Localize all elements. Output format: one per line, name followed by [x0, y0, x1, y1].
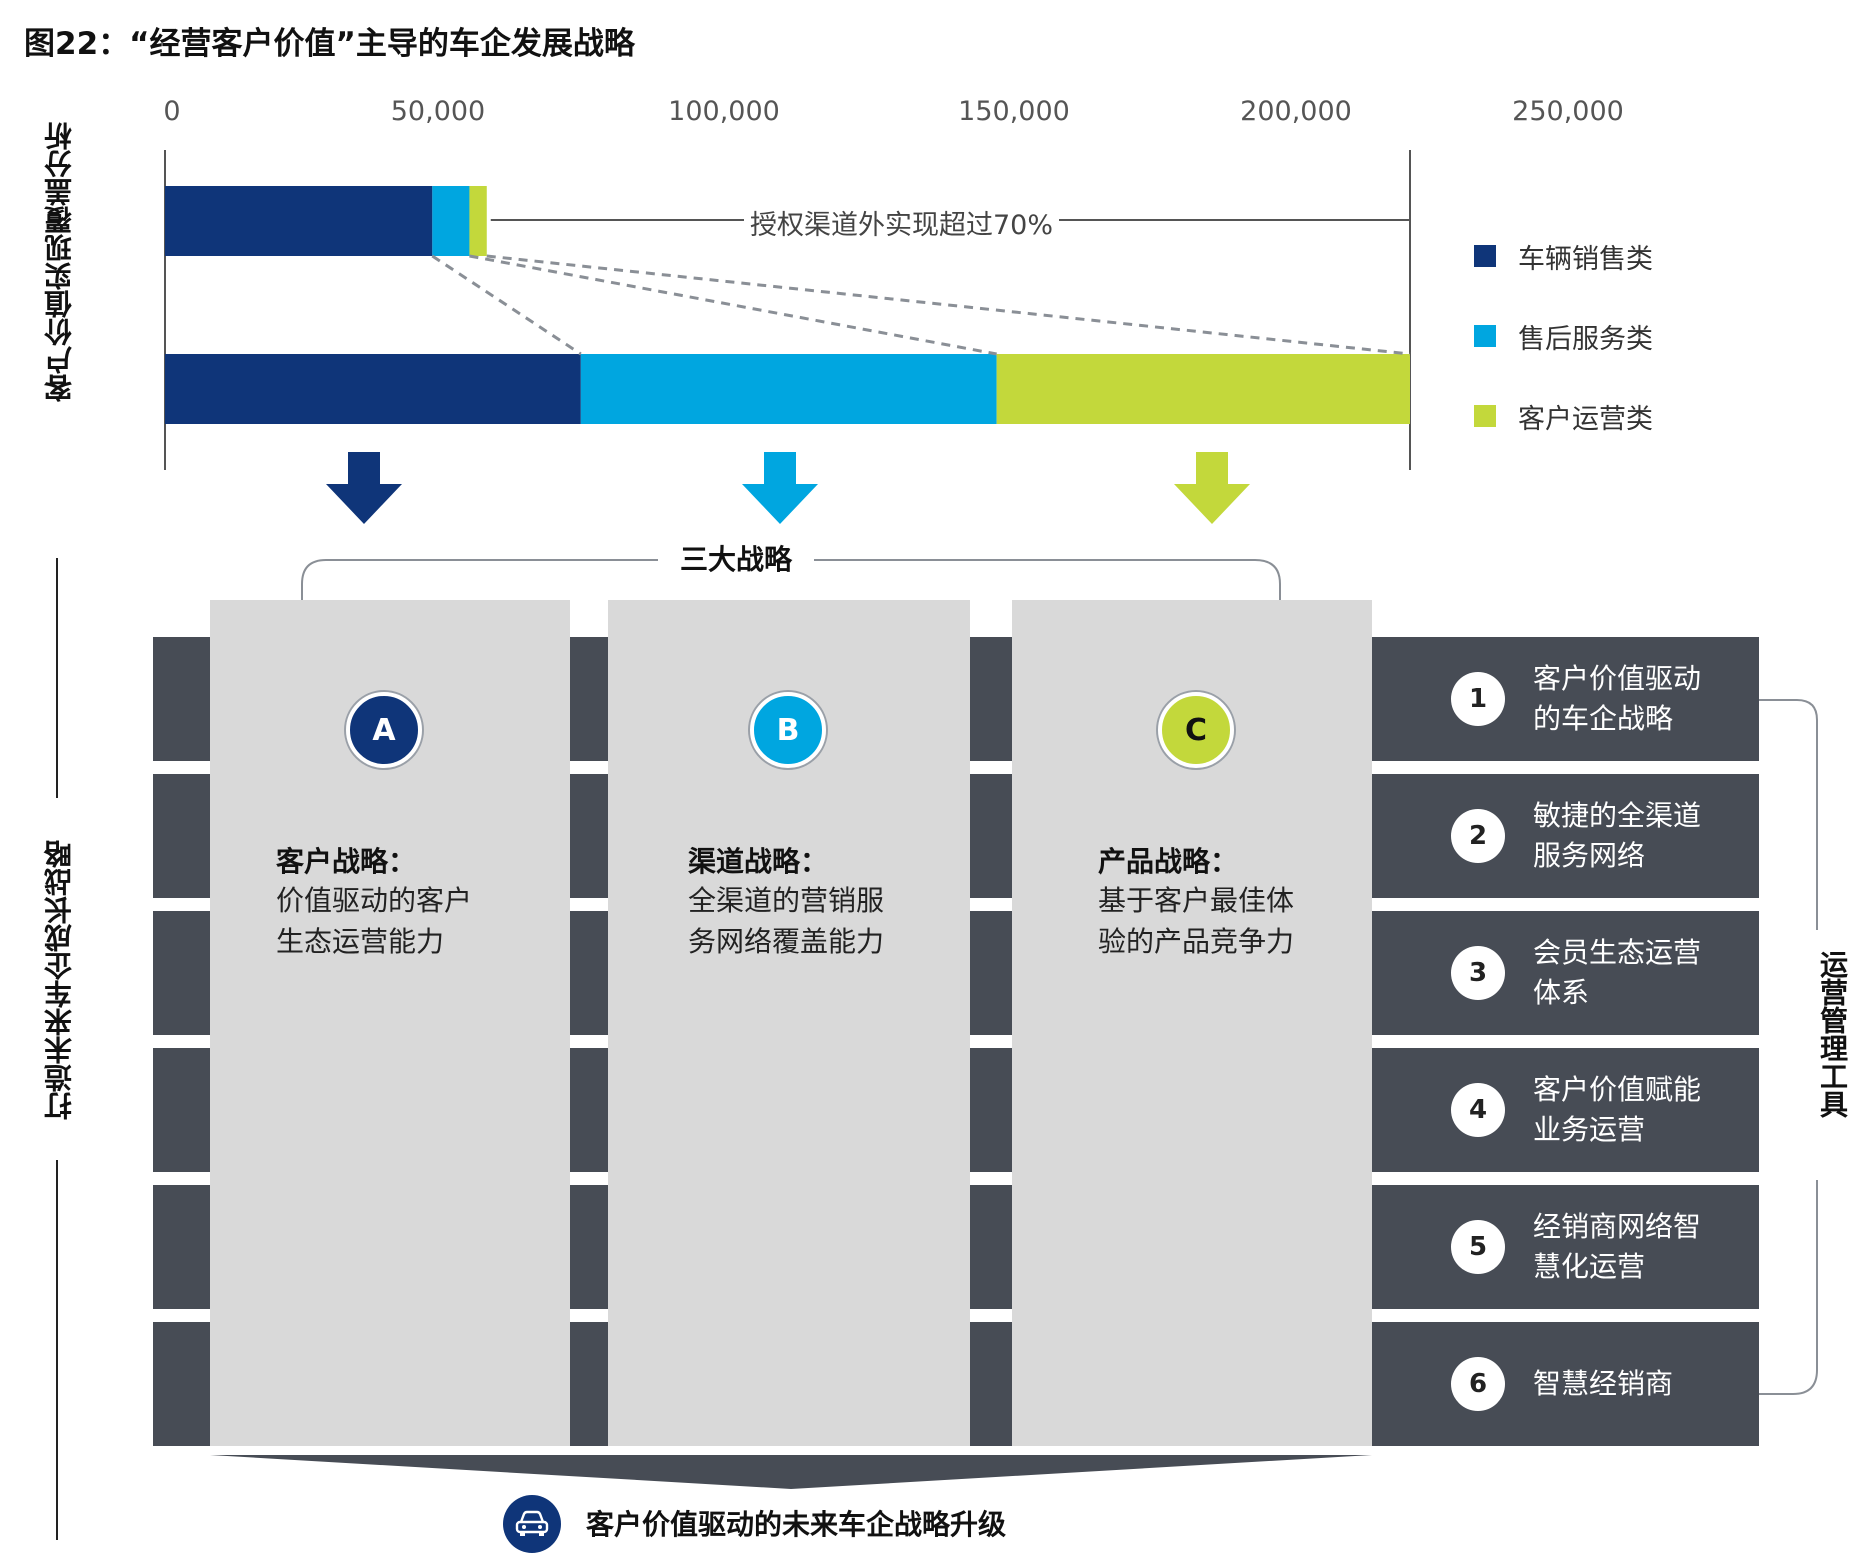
tool-label-line: 客户价值赋能	[1533, 1073, 1702, 1106]
strategies-side-label: 打造未来车企成长战略	[43, 840, 76, 1120]
tool-label-line: 的车企战略	[1533, 702, 1674, 735]
figure-title: 图22：“经营客户价值”主导的车企发展战略	[24, 26, 635, 62]
legend-swatch	[1474, 405, 1496, 427]
strategy-badge: C	[1158, 692, 1234, 768]
bar-segment	[165, 354, 581, 424]
strategy-badge: A	[346, 692, 422, 768]
footer-funnel	[210, 1455, 1372, 1489]
tool-label: 经销商网络智 慧化运营	[1533, 1207, 1701, 1287]
strategy-column-c: C 产品战略： 基于客户最佳体 验的产品竞争力	[1012, 600, 1372, 1446]
legend-entry: 售后服务类	[1474, 312, 1653, 360]
tick-label: 0	[163, 96, 181, 127]
tool-label: 会员生态运营 体系	[1533, 933, 1701, 1013]
strategy-badge: B	[750, 692, 826, 768]
strategy-desc-line: 验的产品竞争力	[1098, 925, 1295, 958]
legend-swatch	[1474, 325, 1496, 347]
footer-title: 客户价值驱动的未来车企战略升级	[586, 1508, 1007, 1541]
strategy-desc-line: 基于客户最佳体	[1098, 884, 1295, 917]
arrow-down-icon	[1174, 452, 1250, 524]
tools-bracket	[1759, 699, 1818, 1395]
tool-number: 3	[1451, 946, 1505, 1000]
strategy-title: 客户战略：	[276, 845, 417, 878]
car-icon	[503, 1495, 561, 1553]
legend-entry: 客户运营类	[1474, 392, 1653, 440]
tick-label: 100,000	[668, 96, 780, 127]
tool-number: 1	[1451, 672, 1505, 726]
strategy-title: 产品战略：	[1098, 845, 1239, 878]
dashed-connector	[486, 254, 1411, 356]
strategy-title: 渠道战略：	[688, 845, 829, 878]
tool-box: 1 客户价值驱动 的车企战略	[1373, 637, 1759, 761]
legend-entry: 车辆销售类	[1474, 232, 1653, 280]
tool-number: 6	[1451, 1357, 1505, 1411]
chart-legend: 车辆销售类 售后服务类 客户运营类	[1474, 232, 1653, 440]
strategy-column-b: B 渠道战略： 全渠道的营销服 务网络覆盖能力	[608, 600, 970, 1446]
tool-box: 6 智慧经销商	[1373, 1322, 1759, 1446]
bar-segment	[469, 186, 487, 256]
side-label-divider-top	[56, 558, 58, 798]
tool-label-line: 智慧经销商	[1533, 1367, 1674, 1400]
legend-swatch	[1474, 245, 1496, 267]
tool-label-line: 客户价值驱动	[1533, 662, 1702, 695]
tick-label: 50,000	[390, 96, 486, 127]
tick-label: 150,000	[958, 96, 1070, 127]
legend-label: 客户运营类	[1518, 403, 1653, 435]
bar-segment	[165, 186, 433, 256]
tool-label: 客户价值驱动 的车企战略	[1533, 659, 1701, 739]
legend-label: 车辆销售类	[1518, 243, 1653, 275]
tool-number: 2	[1451, 809, 1505, 863]
tool-box: 4 客户价值赋能 业务运营	[1373, 1048, 1759, 1172]
tool-number: 5	[1451, 1220, 1505, 1274]
tool-label: 客户价值赋能 业务运营	[1533, 1070, 1701, 1150]
chart-annotation: 授权渠道外实现超过70%	[744, 203, 1060, 242]
tool-label-line: 敏捷的全渠道	[1533, 799, 1702, 832]
tick-label: 200,000	[1240, 96, 1352, 127]
bar-segment	[996, 354, 1410, 424]
strategy-desc: 基于客户最佳体 验的产品竞争力	[1098, 880, 1294, 962]
tool-box: 3 会员生态运营 体系	[1373, 911, 1759, 1035]
tool-label-line: 会员生态运营	[1533, 936, 1702, 969]
bar-segment	[432, 186, 470, 256]
tool-box: 5 经销商网络智 慧化运营	[1373, 1185, 1759, 1309]
strategy-desc: 价值驱动的客户 生态运营能力	[276, 880, 472, 962]
strategy-desc-line: 生态运营能力	[276, 925, 445, 958]
tool-label-line: 业务运营	[1533, 1113, 1646, 1146]
dashed-connector	[431, 254, 582, 356]
tool-label: 智慧经销商	[1533, 1364, 1673, 1404]
tool-number: 4	[1451, 1083, 1505, 1137]
strategy-column-a: A 客户战略： 价值驱动的客户 生态运营能力	[210, 600, 570, 1446]
tool-label-line: 体系	[1533, 976, 1590, 1009]
tool-label-line: 慧化运营	[1533, 1250, 1646, 1283]
bar-segment	[580, 354, 997, 424]
strategy-desc-line: 价值驱动的客户	[276, 884, 473, 917]
tool-label-line: 服务网络	[1533, 839, 1646, 872]
strategies-header: 三大战略	[658, 538, 815, 578]
tool-label: 敏捷的全渠道 服务网络	[1533, 796, 1701, 876]
strategy-desc: 全渠道的营销服 务网络覆盖能力	[688, 880, 884, 962]
tool-box: 2 敏捷的全渠道 服务网络	[1373, 774, 1759, 898]
tool-label-line: 经销商网络智	[1533, 1210, 1702, 1243]
dashed-connector	[469, 254, 997, 356]
tools-side-label: 运营管理工具	[1816, 950, 1849, 1118]
arrow-down-icon	[742, 452, 818, 524]
strategy-desc-line: 全渠道的营销服	[688, 884, 885, 917]
tick-label: 250,000	[1512, 96, 1624, 127]
side-label-divider-bottom	[56, 1160, 58, 1540]
strategy-desc-line: 务网络覆盖能力	[688, 925, 885, 958]
arrow-down-icon	[326, 452, 402, 524]
legend-label: 售后服务类	[1518, 323, 1653, 355]
